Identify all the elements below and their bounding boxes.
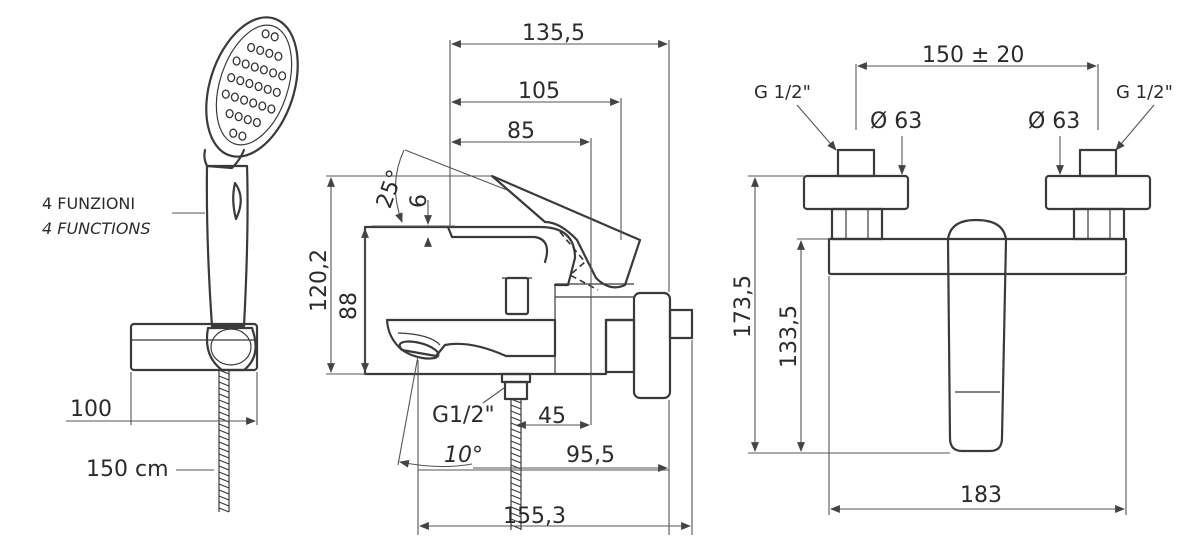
dim-angle-10: 10°	[444, 443, 483, 468]
wall-flange	[632, 291, 672, 400]
lever-handle	[490, 174, 642, 289]
nozzle	[232, 56, 241, 66]
nozzle	[274, 51, 283, 62]
bracket-cup	[205, 326, 257, 372]
outlet-hose	[510, 398, 522, 530]
nozzle	[243, 114, 252, 125]
nozzle	[278, 71, 287, 81]
dim-offset-6: 6	[407, 194, 432, 208]
nozzle	[225, 108, 234, 119]
nozzle	[263, 84, 272, 95]
nozzle	[270, 32, 279, 42]
label-hose-length: 150 cm	[86, 457, 169, 482]
thread-right: G 1/2"	[1116, 82, 1173, 103]
dim-depth-85: 85	[507, 119, 535, 144]
nozzle	[230, 92, 239, 102]
label-4-functions: 4 FUNCTIONS	[42, 219, 151, 238]
dim-depth-105: 105	[518, 79, 560, 104]
dim-width-183: 183	[960, 483, 1002, 508]
dim-handshower-width: 100	[70, 397, 112, 422]
nozzle	[267, 104, 276, 114]
dim-height-133: 133,5	[777, 305, 802, 368]
front-mixer-body	[827, 237, 1128, 276]
dim-depth-135: 135,5	[522, 21, 585, 46]
nozzle	[234, 111, 243, 122]
dim-outlet-45: 45	[538, 404, 566, 429]
nozzle	[250, 62, 259, 72]
nozzle	[221, 89, 230, 99]
handshower-view: 100 4 FUNZIONI 4 FUNCTIONS 150 cm	[42, 16, 299, 513]
right-nut	[1072, 207, 1126, 241]
nozzle	[249, 98, 258, 108]
dim-centers: 150 ± 20	[922, 43, 1024, 68]
nozzle	[245, 78, 254, 89]
shower-hose	[218, 369, 230, 513]
left-nut	[830, 207, 884, 241]
diameter-right: Ø 63	[1028, 109, 1080, 134]
nozzle	[256, 45, 265, 56]
wall-bracket	[129, 322, 259, 372]
nozzle	[227, 72, 236, 83]
handshower-handle	[205, 164, 249, 328]
right-flange	[1044, 174, 1152, 211]
dim-height-120: 120,2	[307, 249, 332, 312]
left-flange	[802, 174, 910, 211]
nozzle	[265, 48, 274, 59]
dim-height-173: 173,5	[731, 275, 756, 338]
body-connector	[604, 318, 636, 374]
dim-total-155: 155,3	[503, 504, 566, 529]
nozzle	[272, 87, 281, 98]
nozzle	[261, 29, 270, 39]
dim-height-88: 88	[337, 292, 362, 320]
spout-aerator	[398, 340, 440, 360]
nozzle	[229, 128, 238, 138]
handle-button	[232, 181, 242, 221]
label-4-funzioni: 4 FUNZIONI	[42, 194, 135, 213]
nozzle	[241, 59, 250, 69]
lever-open-dashed	[559, 231, 599, 291]
nozzle	[259, 65, 268, 75]
nozzle	[236, 75, 245, 86]
handshower-face	[215, 24, 293, 146]
nozzle	[252, 117, 261, 128]
outlet-nut	[500, 372, 532, 384]
nozzle	[258, 101, 267, 111]
bath-spout	[385, 318, 557, 358]
nozzle	[238, 131, 247, 141]
thread-left: G 1/2"	[754, 82, 811, 103]
diameter-left: Ø 63	[870, 109, 922, 134]
dim-reach-95: 95,5	[566, 443, 615, 468]
mixer-lever	[446, 225, 577, 287]
handshower-head	[205, 16, 299, 158]
nozzle	[240, 95, 249, 105]
diverter-knob	[504, 276, 530, 316]
front-view: 150 ± 20 G 1/2" G 1/2" Ø 63 Ø 63 173,5 1…	[731, 43, 1173, 515]
side-view: 135,5 105 85 25° 6 120,2 88 10° 45 G1/2"	[307, 21, 694, 535]
thread-outlet: G1/2"	[432, 403, 495, 428]
nozzle	[247, 42, 256, 53]
dim-angle-25: 25°	[372, 167, 409, 212]
spray-nozzles	[221, 29, 287, 141]
nozzle	[254, 81, 263, 92]
nozzle	[269, 68, 278, 78]
front-lever	[946, 218, 1008, 453]
